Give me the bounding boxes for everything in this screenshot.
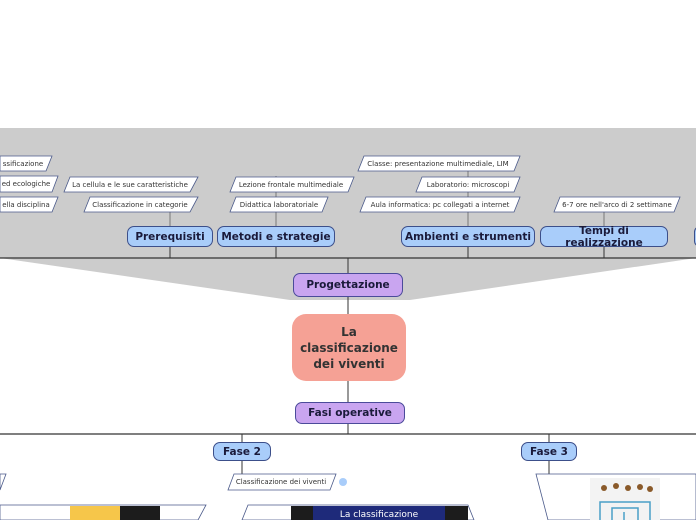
node-fasi-operative[interactable]: Fasi operative [295,402,405,424]
central-topic[interactable]: La classificazione dei viventi [292,314,406,381]
leaf-text: Classificazione dei viventi [235,478,327,486]
node-fase-3[interactable]: Fase 3 [521,442,577,461]
leaf-text: Classificazione in categorie [92,200,188,209]
node-progettazione[interactable]: Progettazione [293,273,403,297]
leaf-text: Lezione frontale multimediale [238,180,344,189]
node-ambienti-e-strumenti[interactable]: Ambienti e strumenti [401,226,535,247]
progettazione-panel [0,128,696,300]
leaf-text: ed ecologiche [1,180,51,188]
image-thumbnail-tree[interactable] [590,478,660,520]
node-metodi-e-strategie[interactable]: Metodi e strategie [217,226,335,247]
image-thumbnail-dark [120,506,160,520]
leaf-text: La cellula e le sue caratteristiche [72,180,188,189]
node-tempi-di-realizzazione[interactable]: Tempi di realizzazione [540,225,668,249]
leaf-text: Laboratorio: microscopi [426,180,510,189]
node-prerequisiti[interactable]: Prerequisiti [127,226,213,247]
leaf-text: 6-7 ore nell'arco di 2 settimane [562,200,672,209]
bullet-marker [339,478,347,486]
image-caption: La classificazione [313,506,445,520]
leaf-text: Aula informatica: pc collegati a interne… [370,200,510,209]
leaf-text: ella disciplina [2,200,50,209]
leaf-text: Didattica laboratoriale [239,200,319,209]
leaf-text: Classe: presentazione multimediale, LIM [367,159,509,168]
leaf-text: ssificazione [2,159,44,168]
node-fase-2[interactable]: Fase 2 [213,442,271,461]
phylogeny-icon [599,483,653,520]
